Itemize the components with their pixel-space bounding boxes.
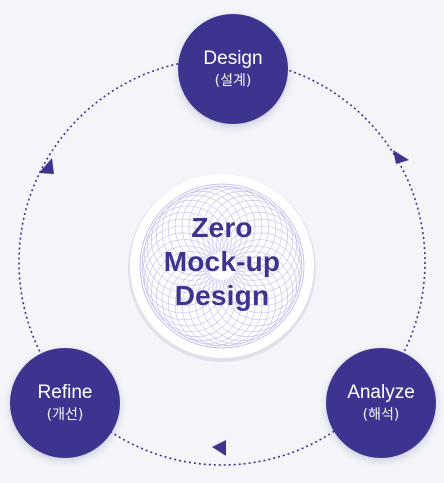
guilloche-rosette (139, 183, 305, 349)
node-design: Design (설계) (178, 14, 288, 124)
rosette-loop (201, 191, 283, 272)
rosette-loop (216, 205, 297, 287)
arrow-analyze-to-refine (212, 440, 226, 456)
arrow-design-to-analyze (393, 150, 409, 164)
rosette-loop (212, 199, 293, 281)
node-design-sublabel: (설계) (214, 73, 252, 89)
node-analyze-sublabel: (해석) (362, 407, 400, 423)
node-analyze: Analyze (해석) (326, 348, 436, 458)
node-refine-sublabel: (개선) (46, 407, 84, 423)
node-refine: Refine (개선) (10, 348, 120, 458)
arrow-refine-to-design (39, 158, 54, 174)
node-refine-label: Refine (37, 382, 93, 403)
node-design-label: Design (203, 48, 263, 69)
node-analyze-label: Analyze (347, 382, 415, 403)
rosette-outer-ring (139, 183, 305, 349)
rosette-loop (207, 195, 289, 276)
center-hub (208, 252, 236, 280)
